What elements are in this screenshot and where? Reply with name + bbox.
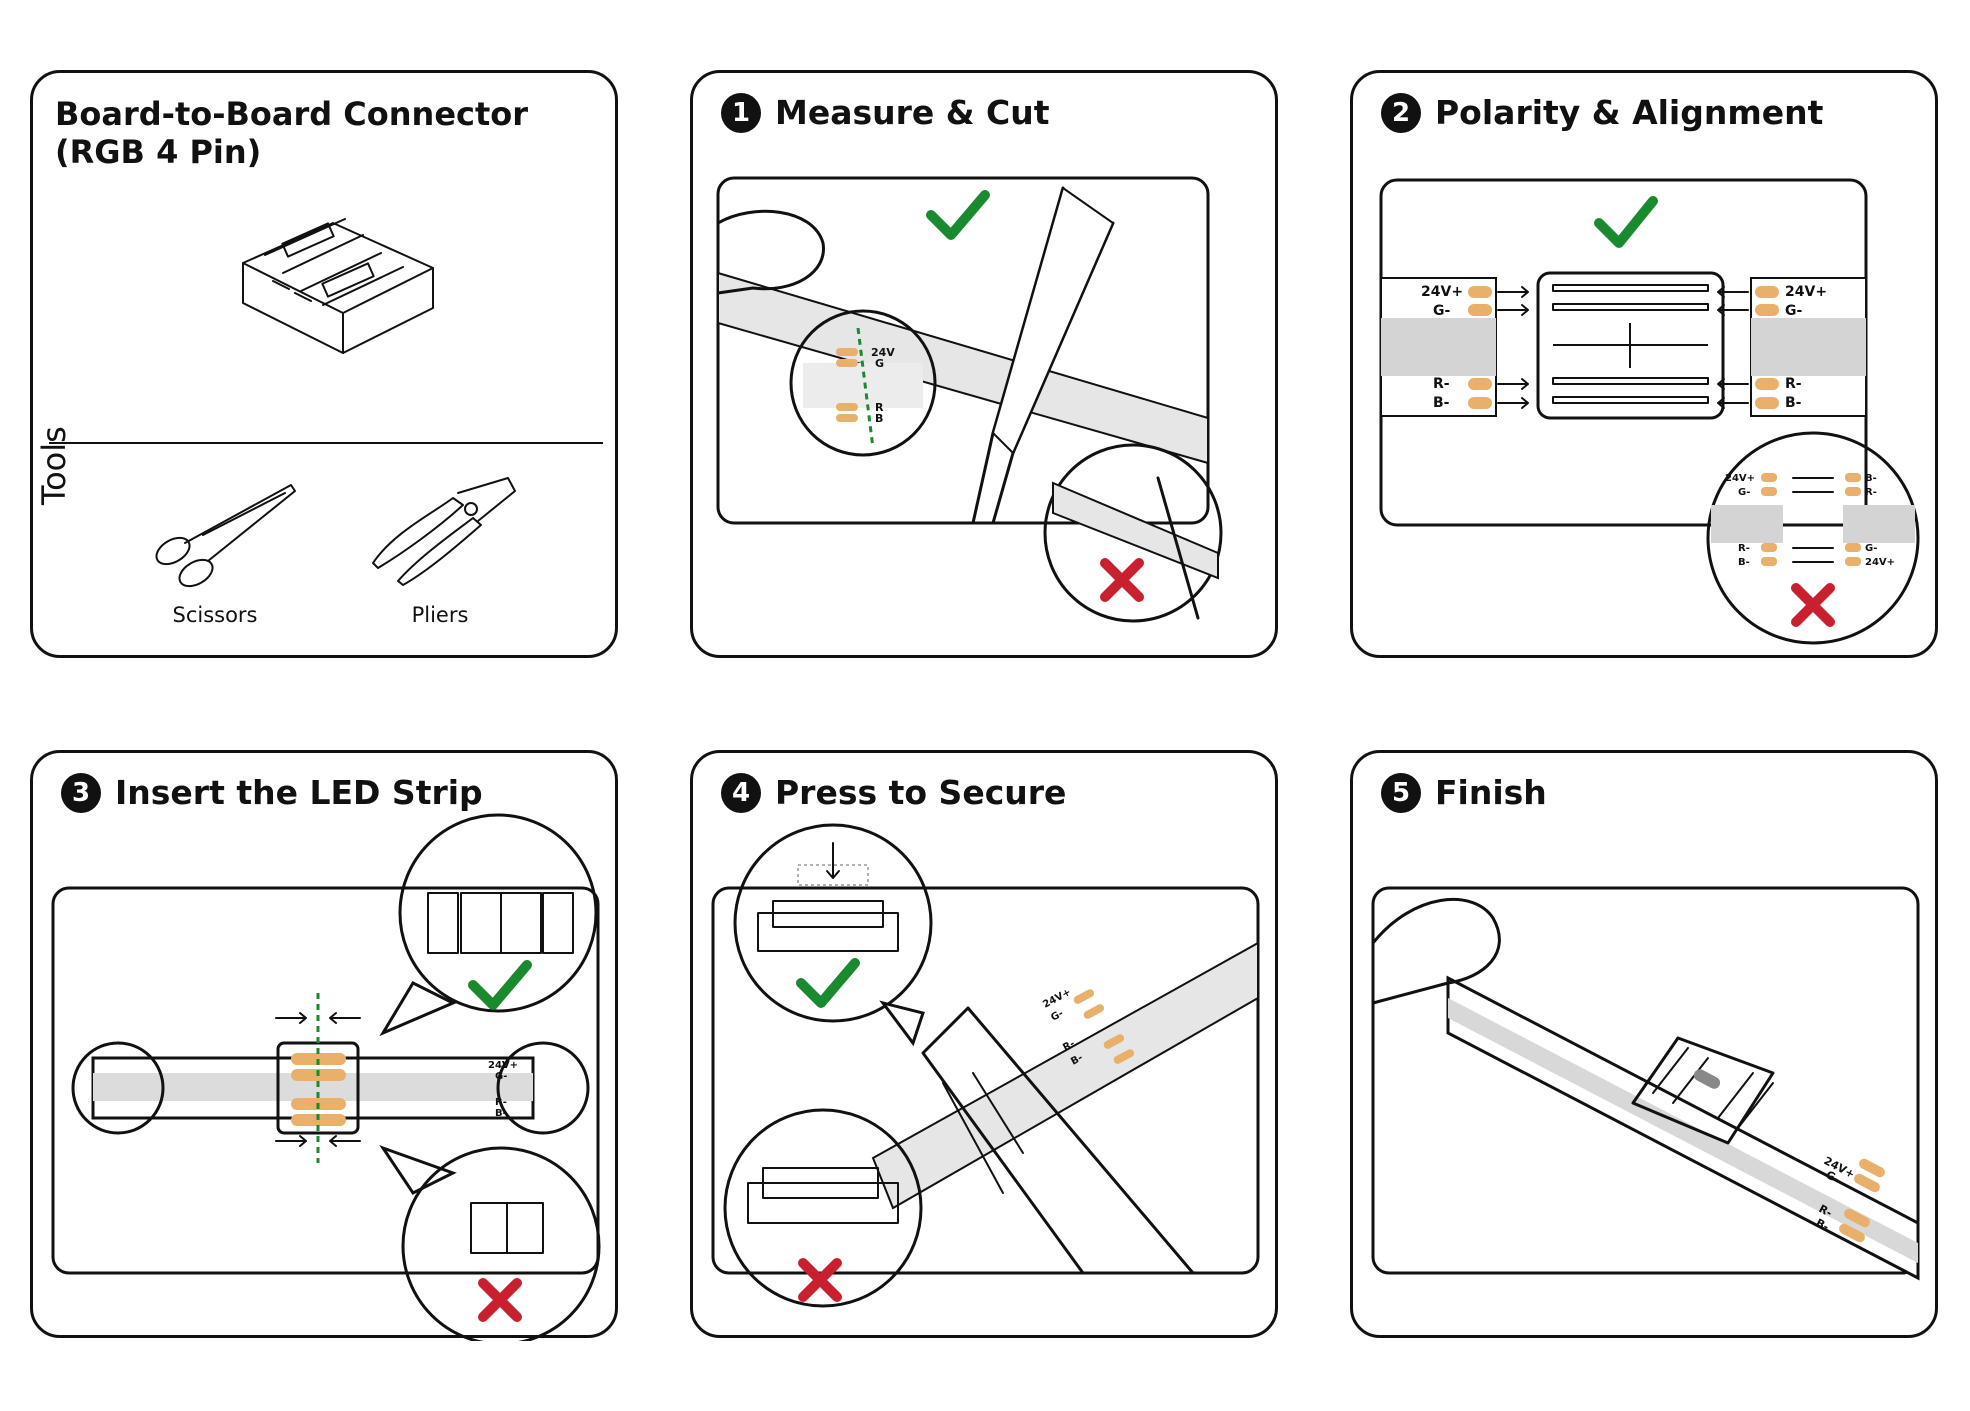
pliers-tool [921, 1006, 1195, 1275]
pliers-label: Pliers [411, 603, 469, 627]
cross-icon [1100, 558, 1144, 602]
illustration-frame [51, 886, 600, 1275]
illustration-frame [711, 886, 1260, 1275]
pad-label: G- [1738, 487, 1750, 498]
pad-label: B- [1785, 395, 1802, 411]
pliers-icon [372, 477, 516, 586]
pad-label: R- [1738, 543, 1750, 554]
step-1-panel: 1 Measure & Cut 24V G R B [690, 70, 1278, 658]
cross-icon [478, 1278, 522, 1322]
pad-label: B [875, 412, 883, 425]
correct-example [379, 813, 598, 1037]
pad-label: G- [1785, 303, 1802, 319]
right-strip: 24V+ G- R- B- [1750, 277, 1867, 417]
correct-example [733, 823, 933, 1023]
cross-icon [1791, 583, 1835, 627]
wrong-example [379, 1145, 601, 1341]
step-5-panel: 5 Finish 24V+ G- R- B- [1350, 750, 1938, 1338]
left-strip: 24V+ G- R- B- [1380, 277, 1497, 417]
pad-label: B- [1433, 395, 1450, 411]
step-4-panel: 4 Press to Secure 24V+ G- R- B- [690, 750, 1278, 1338]
intro-title: Board-to-Board Connector (RGB 4 Pin) [55, 95, 529, 171]
step-3-title: 3 Insert the LED Strip [61, 773, 483, 813]
check-icon [926, 190, 990, 240]
step-2-panel: 2 Polarity & Alignment 24V+ G- R- B- 24V… [1350, 70, 1938, 658]
pad-label: 24V+ [1421, 284, 1463, 300]
illustration-frame [1371, 886, 1920, 1275]
finger [716, 209, 825, 295]
connector-installed [1631, 1036, 1775, 1145]
pad-label: R- [1061, 1038, 1077, 1053]
pad-label: G [875, 357, 884, 370]
pad-label: B- [1069, 1052, 1085, 1067]
finger [1371, 897, 1501, 1005]
scissors-label: Scissors [172, 603, 258, 627]
step-4-title: 4 Press to Secure [721, 773, 1066, 813]
intro-art [49, 218, 603, 588]
step-3-art: 24V+ G- R- B- [51, 813, 601, 1341]
step-2-art: 24V+ G- R- B- 24V+ G- R- B- [1379, 178, 1920, 645]
check-icon [1594, 196, 1658, 248]
step-1-art: 24V G R B [716, 176, 1223, 623]
step-number: 5 [1381, 773, 1421, 813]
pad-label: G- [495, 1071, 507, 1082]
pad-label: R- [1433, 376, 1450, 392]
wrong-example [723, 1108, 923, 1308]
step-number: 1 [721, 93, 761, 133]
pad-label: 24V [871, 346, 895, 359]
pad-label: R- [1817, 1202, 1835, 1220]
pad-label: 24V+ [1041, 987, 1073, 1011]
pad-label: 24V+ [1725, 473, 1755, 484]
step-5-art: 24V+ G- R- B- [1371, 886, 1920, 1281]
tools-label: Tools [35, 426, 73, 505]
cross-icon [798, 1258, 842, 1302]
scissors-icon [155, 484, 296, 588]
step-number: 3 [61, 773, 101, 813]
pad-label: B- [1738, 557, 1750, 568]
pad-label: R [875, 401, 884, 414]
step-5-title: 5 Finish [1381, 773, 1547, 813]
step-4-art: 24V+ G- R- B- [711, 823, 1260, 1308]
wrong-example [1043, 443, 1223, 623]
pad-label: B- [495, 1108, 507, 1119]
step-3-panel: 3 Insert the LED Strip 24V+ G- R- B- [30, 750, 618, 1341]
right-finger [496, 1041, 590, 1135]
left-finger [71, 1041, 165, 1135]
pad-label: 24V+ [488, 1060, 518, 1071]
step-number: 2 [1381, 93, 1421, 133]
step-1-title: 1 Measure & Cut [721, 93, 1050, 133]
wrong-example: 24V+ G- R- B- B- R- G- 24V+ [1706, 431, 1920, 645]
pad-label: R- [1785, 376, 1802, 392]
pad-label: R- [495, 1097, 507, 1108]
led-strip [871, 941, 1259, 1210]
pad-label: G- [1824, 1168, 1842, 1186]
step-number: 4 [721, 773, 761, 813]
flipped-pad-label: G- [1865, 543, 1877, 554]
flipped-pad-label: R- [1865, 487, 1877, 498]
pad-label: B- [1814, 1216, 1832, 1234]
check-icon [468, 960, 532, 1010]
connector-top-view [1536, 271, 1725, 420]
pad-label: 24V+ [1785, 284, 1827, 300]
flipped-pad-label: B- [1865, 473, 1877, 484]
connector-illustration [242, 218, 434, 354]
pad-label: G- [1049, 1008, 1065, 1024]
illustration-frame [716, 176, 1210, 525]
intro-panel: Board-to-Board Connector (RGB 4 Pin) [30, 70, 618, 658]
check-icon [796, 958, 860, 1008]
flipped-pad-label: 24V+ [1865, 557, 1895, 568]
step-2-title: 2 Polarity & Alignment [1381, 93, 1823, 133]
pad-label: G- [1433, 303, 1450, 319]
arrows [1497, 286, 1749, 409]
zoom-pads: 24V G R B [789, 309, 937, 457]
